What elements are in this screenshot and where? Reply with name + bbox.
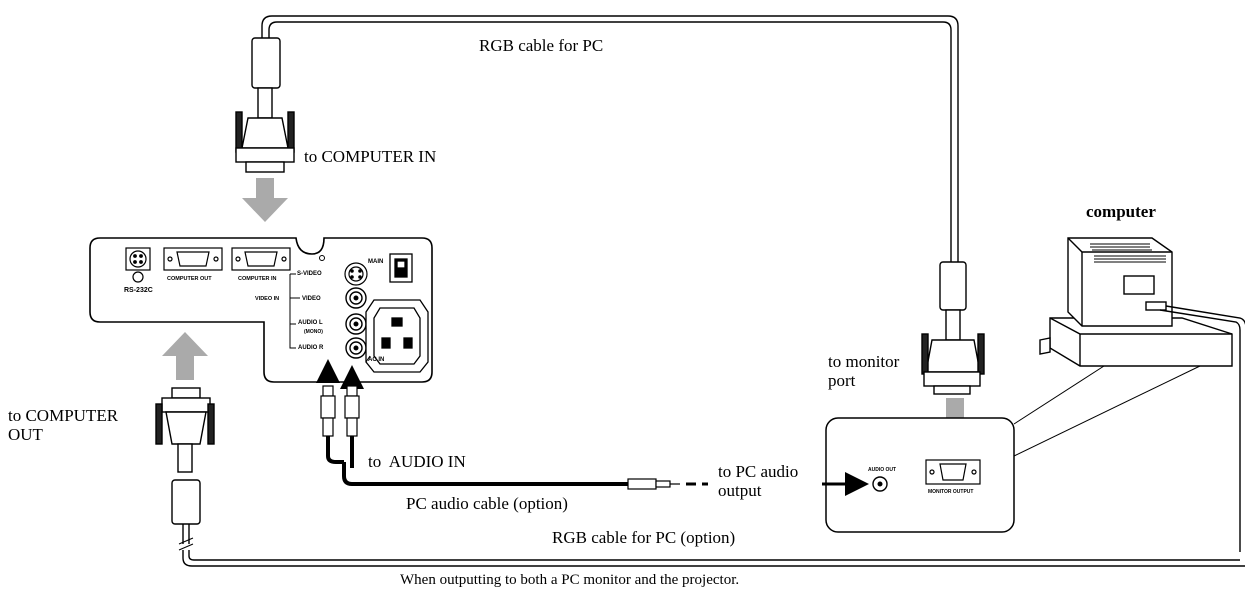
arrow-to-computer-out: [162, 332, 208, 380]
pc-monitor-output-port: [925, 459, 981, 485]
panel-label-audio-l: AUDIO L: [298, 320, 323, 326]
vga-connector-right: [921, 261, 985, 395]
label-to-monitor-port: to monitor port: [828, 352, 900, 390]
vga-connector-top: [235, 37, 295, 173]
video-jack: [345, 287, 367, 309]
computer-in-port: [231, 247, 291, 271]
rs232c-port: [125, 247, 151, 283]
panel-label-main: MAIN: [368, 259, 384, 265]
label-to-audio-in: to AUDIO IN: [368, 452, 466, 471]
arrow-to-computer-in: [242, 178, 288, 222]
panel-label-computer-out: COMPUTER OUT: [167, 276, 212, 282]
panel-label-video-in: VIDEO IN: [255, 296, 280, 302]
rgb-cable-top: [261, 15, 959, 262]
audio-r-jack: [345, 337, 367, 359]
label-to-computer-out: to COMPUTER OUT: [8, 406, 119, 444]
computer-illustration: [1039, 237, 1245, 552]
caption: When outputting to both a PC monitor and…: [400, 572, 740, 588]
label-to-computer-in: to COMPUTER IN: [304, 147, 437, 166]
panel-label-mono: (MONO): [304, 329, 323, 335]
panel-label-computer-in: COMPUTER IN: [238, 276, 277, 282]
panel-label-rs232c: RS-232C: [124, 287, 153, 294]
label-computer: computer: [1086, 202, 1156, 221]
rgb-cable-bottom: [178, 524, 1245, 567]
label-to-pc-audio-output: to PC audio output: [718, 462, 799, 500]
panel-label-s-video: S-VIDEO: [297, 271, 322, 277]
label-rgb-cable-bottom: RGB cable for PC (option): [552, 528, 736, 547]
audio-l-jack: [345, 313, 367, 335]
label-pc-audio-cable: PC audio cable (option): [406, 494, 568, 513]
rca-plugs: [316, 359, 364, 437]
pc-back-panel: [825, 417, 1015, 533]
pc-audio-cable: [326, 436, 628, 486]
panel-label-ac-in: AC IN: [368, 357, 385, 363]
panel-label-audio-r: AUDIO R: [298, 345, 324, 351]
mini-plug: [627, 478, 680, 490]
panel-label-video: VIDEO: [302, 296, 321, 302]
pc-label-audio-out: AUDIO OUT: [868, 467, 897, 473]
ac-inlet: [365, 299, 429, 373]
main-power-switch: [389, 253, 413, 283]
vga-connector-left: [155, 387, 215, 525]
computer-out-port: [163, 247, 223, 271]
s-video-jack: [344, 262, 368, 286]
pc-audio-out-jack: [872, 476, 888, 492]
label-rgb-cable-top: RGB cable for PC: [479, 36, 604, 55]
pc-label-monitor-output: MONITOR OUTPUT: [928, 489, 974, 495]
